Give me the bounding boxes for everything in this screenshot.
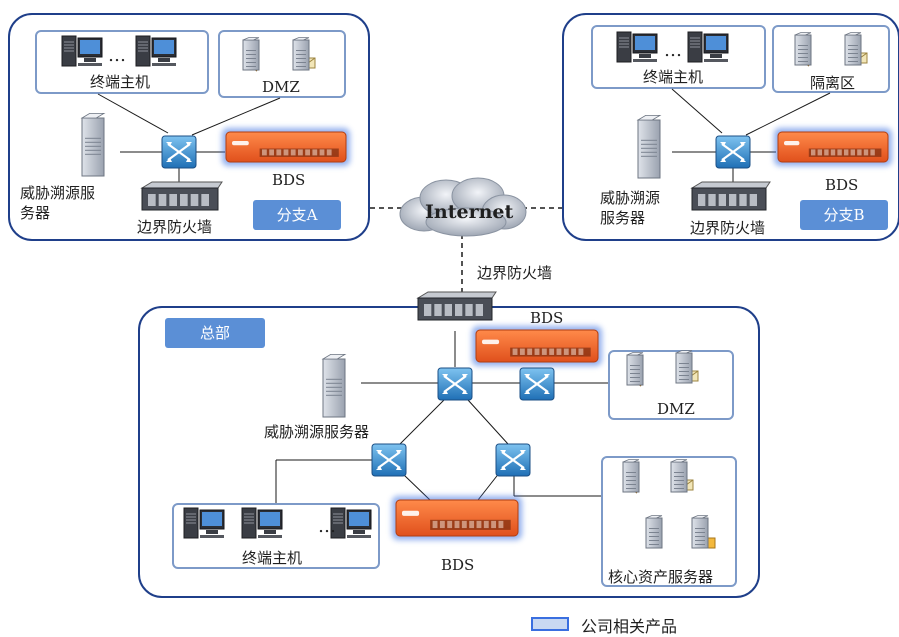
legend-swatch: [531, 617, 569, 631]
branch-b-ellipsis: …: [664, 40, 682, 61]
branch-a-dmz-box: [218, 30, 346, 98]
hq-core-label: 核心资产服务器: [608, 568, 714, 586]
branch-b-tag: 分支B: [800, 200, 888, 230]
branch-a-dmz-label: DMZ: [262, 78, 300, 96]
legend-label: 公司相关产品: [581, 617, 678, 636]
branch-b-server-label: 威胁溯源 服务器: [600, 189, 661, 227]
branch-a-hosts-label: 终端主机: [90, 73, 151, 91]
branch-a-tag: 分支A: [253, 200, 341, 230]
hq-tag: 总部: [165, 318, 265, 348]
internet-label: Internet: [425, 201, 514, 223]
branch-b-firewall-label: 边界防火墙: [690, 219, 766, 237]
hq-server-label: 威胁溯源服务器: [264, 423, 370, 441]
hq-hosts-label: 终端主机: [242, 549, 303, 567]
hq-bds-top-label: BDS: [530, 309, 564, 327]
branch-a-bds-label: BDS: [272, 171, 306, 189]
branch-b-isolation-label: 隔离区: [810, 74, 856, 92]
branch-b-hosts-label: 终端主机: [643, 68, 704, 86]
hq-dmz-label: DMZ: [657, 400, 695, 418]
branch-a-server-label: 威胁溯源服 务器: [20, 184, 96, 222]
branch-a-firewall-label: 边界防火墙: [137, 218, 213, 236]
branch-b-bds-label: BDS: [825, 176, 859, 194]
branch-a-ellipsis: …: [108, 45, 126, 66]
branch-b-isolation-box: [772, 25, 890, 93]
hq-ellipsis: …: [318, 516, 336, 537]
internet-firewall-label: 边界防火墙: [477, 264, 553, 282]
hq-bds-bottom-label: BDS: [441, 556, 475, 574]
